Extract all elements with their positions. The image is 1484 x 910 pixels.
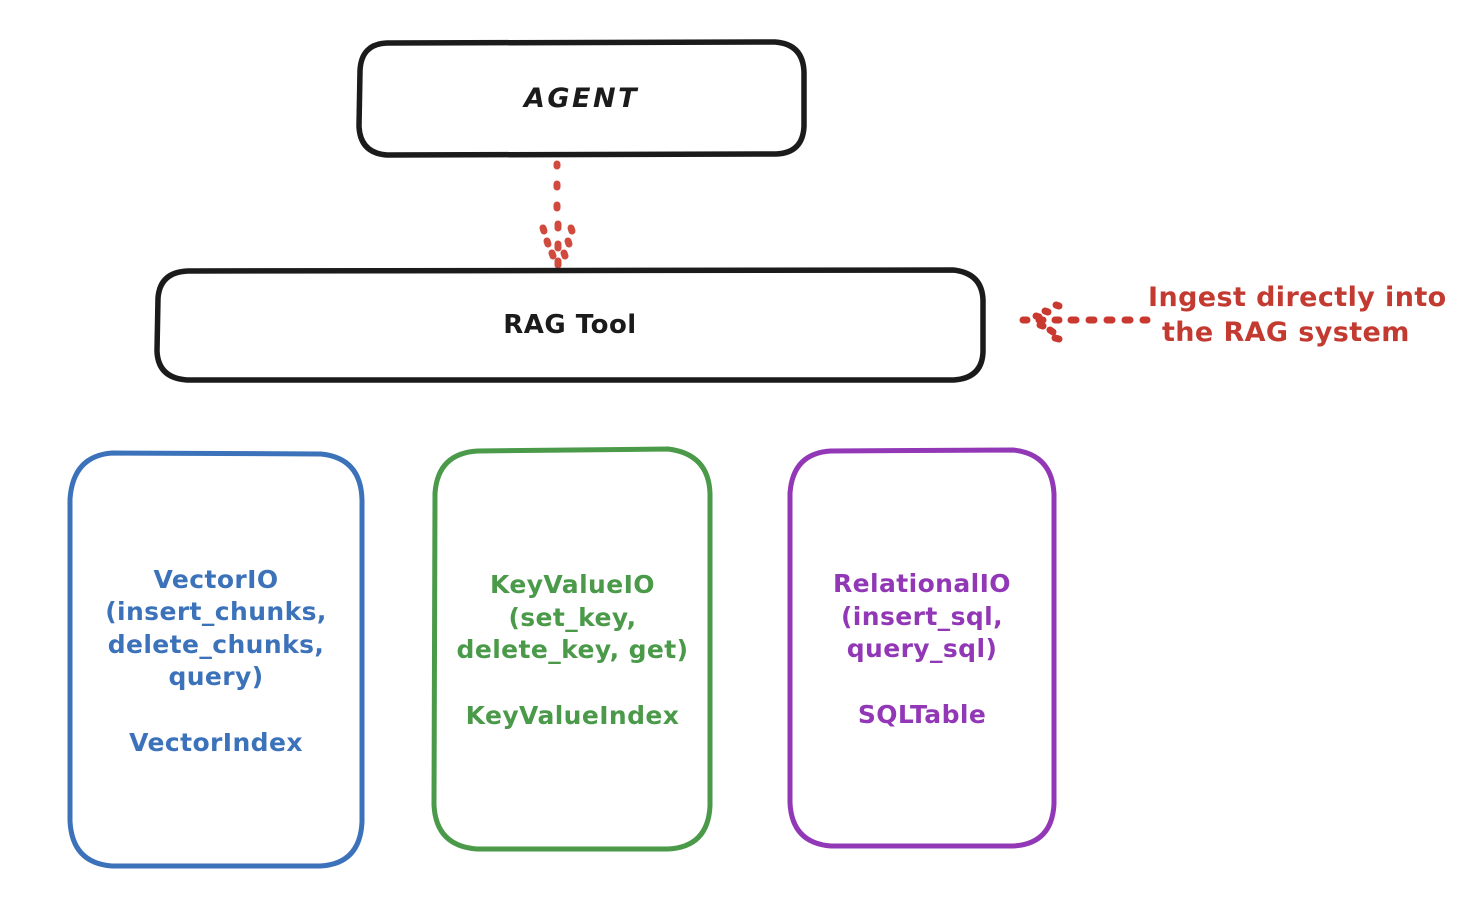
key-value-io-node[interactable]: KeyValueIO (set_key, delete_key, get) Ke… (430, 446, 715, 853)
rag-tool-label: RAG Tool (503, 310, 637, 340)
key-value-io-line-2: (set_key, (508, 602, 637, 632)
vector-io-line-4: query) (168, 662, 264, 691)
vector-io-signature: VectorIO (insert_chunks, delete_chunks, … (72, 564, 360, 694)
ingest-to-rag-tool-arrow (1019, 301, 1151, 343)
ingest-annotation-line-1: Ingest directly into (1148, 282, 1447, 313)
key-value-io-line-3: delete_key, get) (456, 635, 689, 665)
rag-tool-label-wrap: RAG Tool (155, 310, 985, 340)
agent-label: AGENT (523, 83, 639, 114)
key-value-io-label-wrap: KeyValueIO (set_key, delete_key, get) Ke… (430, 569, 715, 730)
relational-io-node[interactable]: RelationalIO (insert_sql, query_sql) SQL… (786, 447, 1058, 850)
vector-io-line-1: VectorIO (153, 564, 279, 594)
relational-io-label-wrap: RelationalIO (insert_sql, query_sql) SQL… (786, 568, 1058, 729)
vector-io-line-2: (insert_chunks, (105, 597, 327, 626)
relational-io-line-3: query_sql) (846, 634, 998, 664)
key-value-io-line-1: KeyValueIO (490, 570, 655, 600)
vector-io-line-3: delete_chunks, (107, 629, 325, 659)
relational-io-line-1: RelationalIO (833, 569, 1011, 599)
vector-io-label-wrap: VectorIO (insert_chunks, delete_chunks, … (66, 564, 366, 757)
vector-index-label: VectorIndex (129, 727, 303, 757)
agent-label-wrap: AGENT (357, 83, 806, 114)
ingest-annotation-line-2: the RAG system (1162, 317, 1410, 349)
key-value-index-label: KeyValueIndex (465, 700, 680, 730)
agent-node[interactable]: AGENT (356, 39, 807, 158)
rag-tool-node[interactable]: RAG Tool (154, 267, 986, 383)
sql-table-label: SQLTable (857, 699, 987, 729)
key-value-io-signature: KeyValueIO (set_key, delete_key, get) (436, 569, 709, 667)
agent-to-rag-tool-arrow (539, 160, 576, 269)
relational-io-signature: RelationalIO (insert_sql, query_sql) (792, 568, 1052, 666)
relational-io-line-2: (insert_sql, (840, 601, 1004, 631)
ingest-annotation: Ingest directly into the RAG system (1148, 280, 1478, 350)
vector-io-node[interactable]: VectorIO (insert_chunks, delete_chunks, … (66, 450, 366, 870)
